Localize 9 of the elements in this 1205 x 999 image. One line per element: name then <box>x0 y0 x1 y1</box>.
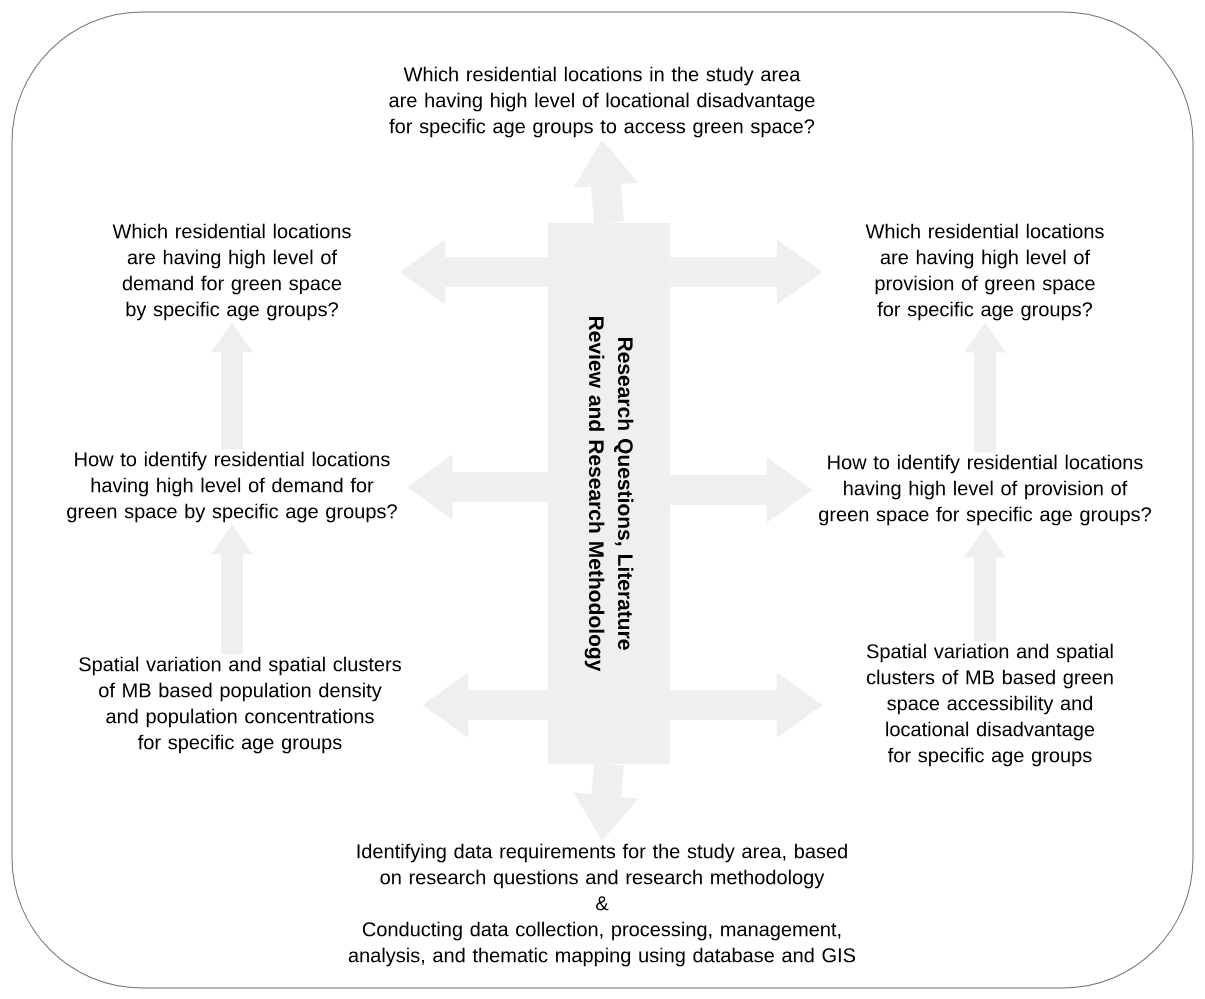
question-text: Spatial variation and spatial clusters of MB based population density and population concentrations for specific age groups <box>79 656 401 754</box>
question-text: Which residential locations in the study area are having high level of locational disadvantage for specific age groups to access green space? <box>389 66 815 138</box>
question-text: How to identify residential locations having high level of demand for green space by specific age groups? <box>67 451 397 523</box>
question-text: Identifying data requirements for the study area, based on research questions and research methodology & Conducting data collection, processing, management, analysis, and thematic mapping using database and GIS <box>348 843 856 967</box>
question-text: Spatial variation and spatial clusters of MB based green space accessibility and locational disadvantage for specific age groups <box>866 643 1113 767</box>
question-text: Which residential locations are having high level of demand for green space by specific age groups? <box>112 223 351 321</box>
methodology-bar: Research Questions, Literature Review and Research Methodology <box>548 223 670 764</box>
question-text: Which residential locations are having high level of provision of green space for specific age groups? <box>865 223 1104 321</box>
question-text: How to identify residential locations having high level of provision of green space for specific age groups? <box>819 454 1151 526</box>
